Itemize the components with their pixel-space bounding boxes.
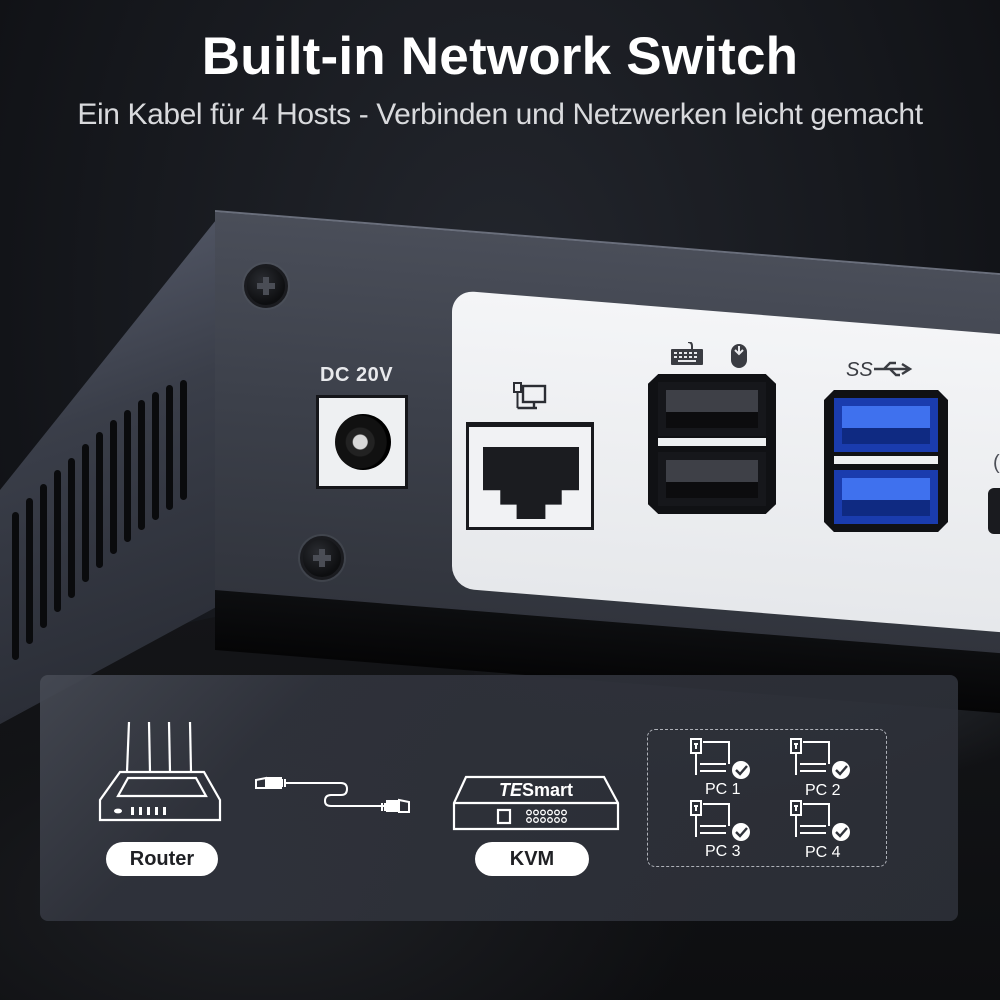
vent-slot [82,444,89,582]
usb-tongue [842,406,930,428]
superspeed-usb-icon: SS [846,359,913,380]
usb-divider [834,456,938,464]
usb3-port [834,470,938,524]
usb2-port [658,452,766,506]
vent-slot [138,400,145,530]
brand-te: TE [498,780,522,800]
vent-slot [166,385,173,510]
pc-group-box [647,729,887,867]
pc-1-label: PC 1 [705,781,741,798]
pc-4-label: PC 4 [805,844,841,861]
screw-icon [300,536,344,580]
usb-pins [666,482,758,498]
usb2-port [658,382,766,436]
kvm-brand-logo: TESmart [452,780,620,801]
ethernet-socket [483,447,579,519]
ethernet-cable-icon [255,776,410,813]
usb-pins [842,428,930,444]
usb3-port [834,398,938,452]
partial-port-icon: ( [993,452,1000,474]
kvm-label: KVM [475,842,589,876]
vent-slot [124,410,131,542]
router-label: Router [106,842,218,876]
page-title: Built-in Network Switch [201,27,799,86]
pc-3-label: PC 3 [705,843,741,860]
usb-tongue [842,478,930,500]
partial-port [988,488,1000,534]
usb2-port-pair [648,374,776,514]
ethernet-port [466,422,594,530]
router-icon [98,721,222,822]
vent-slot [54,470,61,612]
mouse-icon [731,344,747,368]
vent-slot [180,380,187,500]
vent-slot [110,420,117,554]
kvm-switch-icon [452,775,620,831]
svg-text:SS: SS [846,359,873,380]
pc-icon [690,800,750,841]
dc-power-label: DC 20V [320,364,394,386]
page-subtitle: Ein Kabel für 4 Hosts - Verbinden und Ne… [77,98,923,131]
screw-icon [244,264,288,308]
keyboard-icon [671,342,703,365]
pc-2-label: PC 2 [805,782,841,799]
vent-slot [152,392,159,520]
brand-smart: Smart [521,780,574,800]
usb-divider [658,438,766,446]
connection-diagram-panel [40,675,958,921]
usb3-port-pair [824,390,948,532]
usb-pins [666,412,758,428]
pc-icon [790,738,850,779]
pc-icon [790,800,850,841]
vent-slot [96,432,103,568]
network-monitor-icon [513,382,547,410]
dc-power-jack [316,395,408,489]
pc-icon [690,738,750,779]
vent-slot [40,484,47,628]
vent-slot [26,498,33,644]
usb-tongue [666,390,758,412]
vent-slot [68,458,75,598]
vent-slot [12,512,19,660]
usb-pins [842,500,930,516]
dc-jack-hole [335,414,391,470]
usb-tongue [666,460,758,482]
